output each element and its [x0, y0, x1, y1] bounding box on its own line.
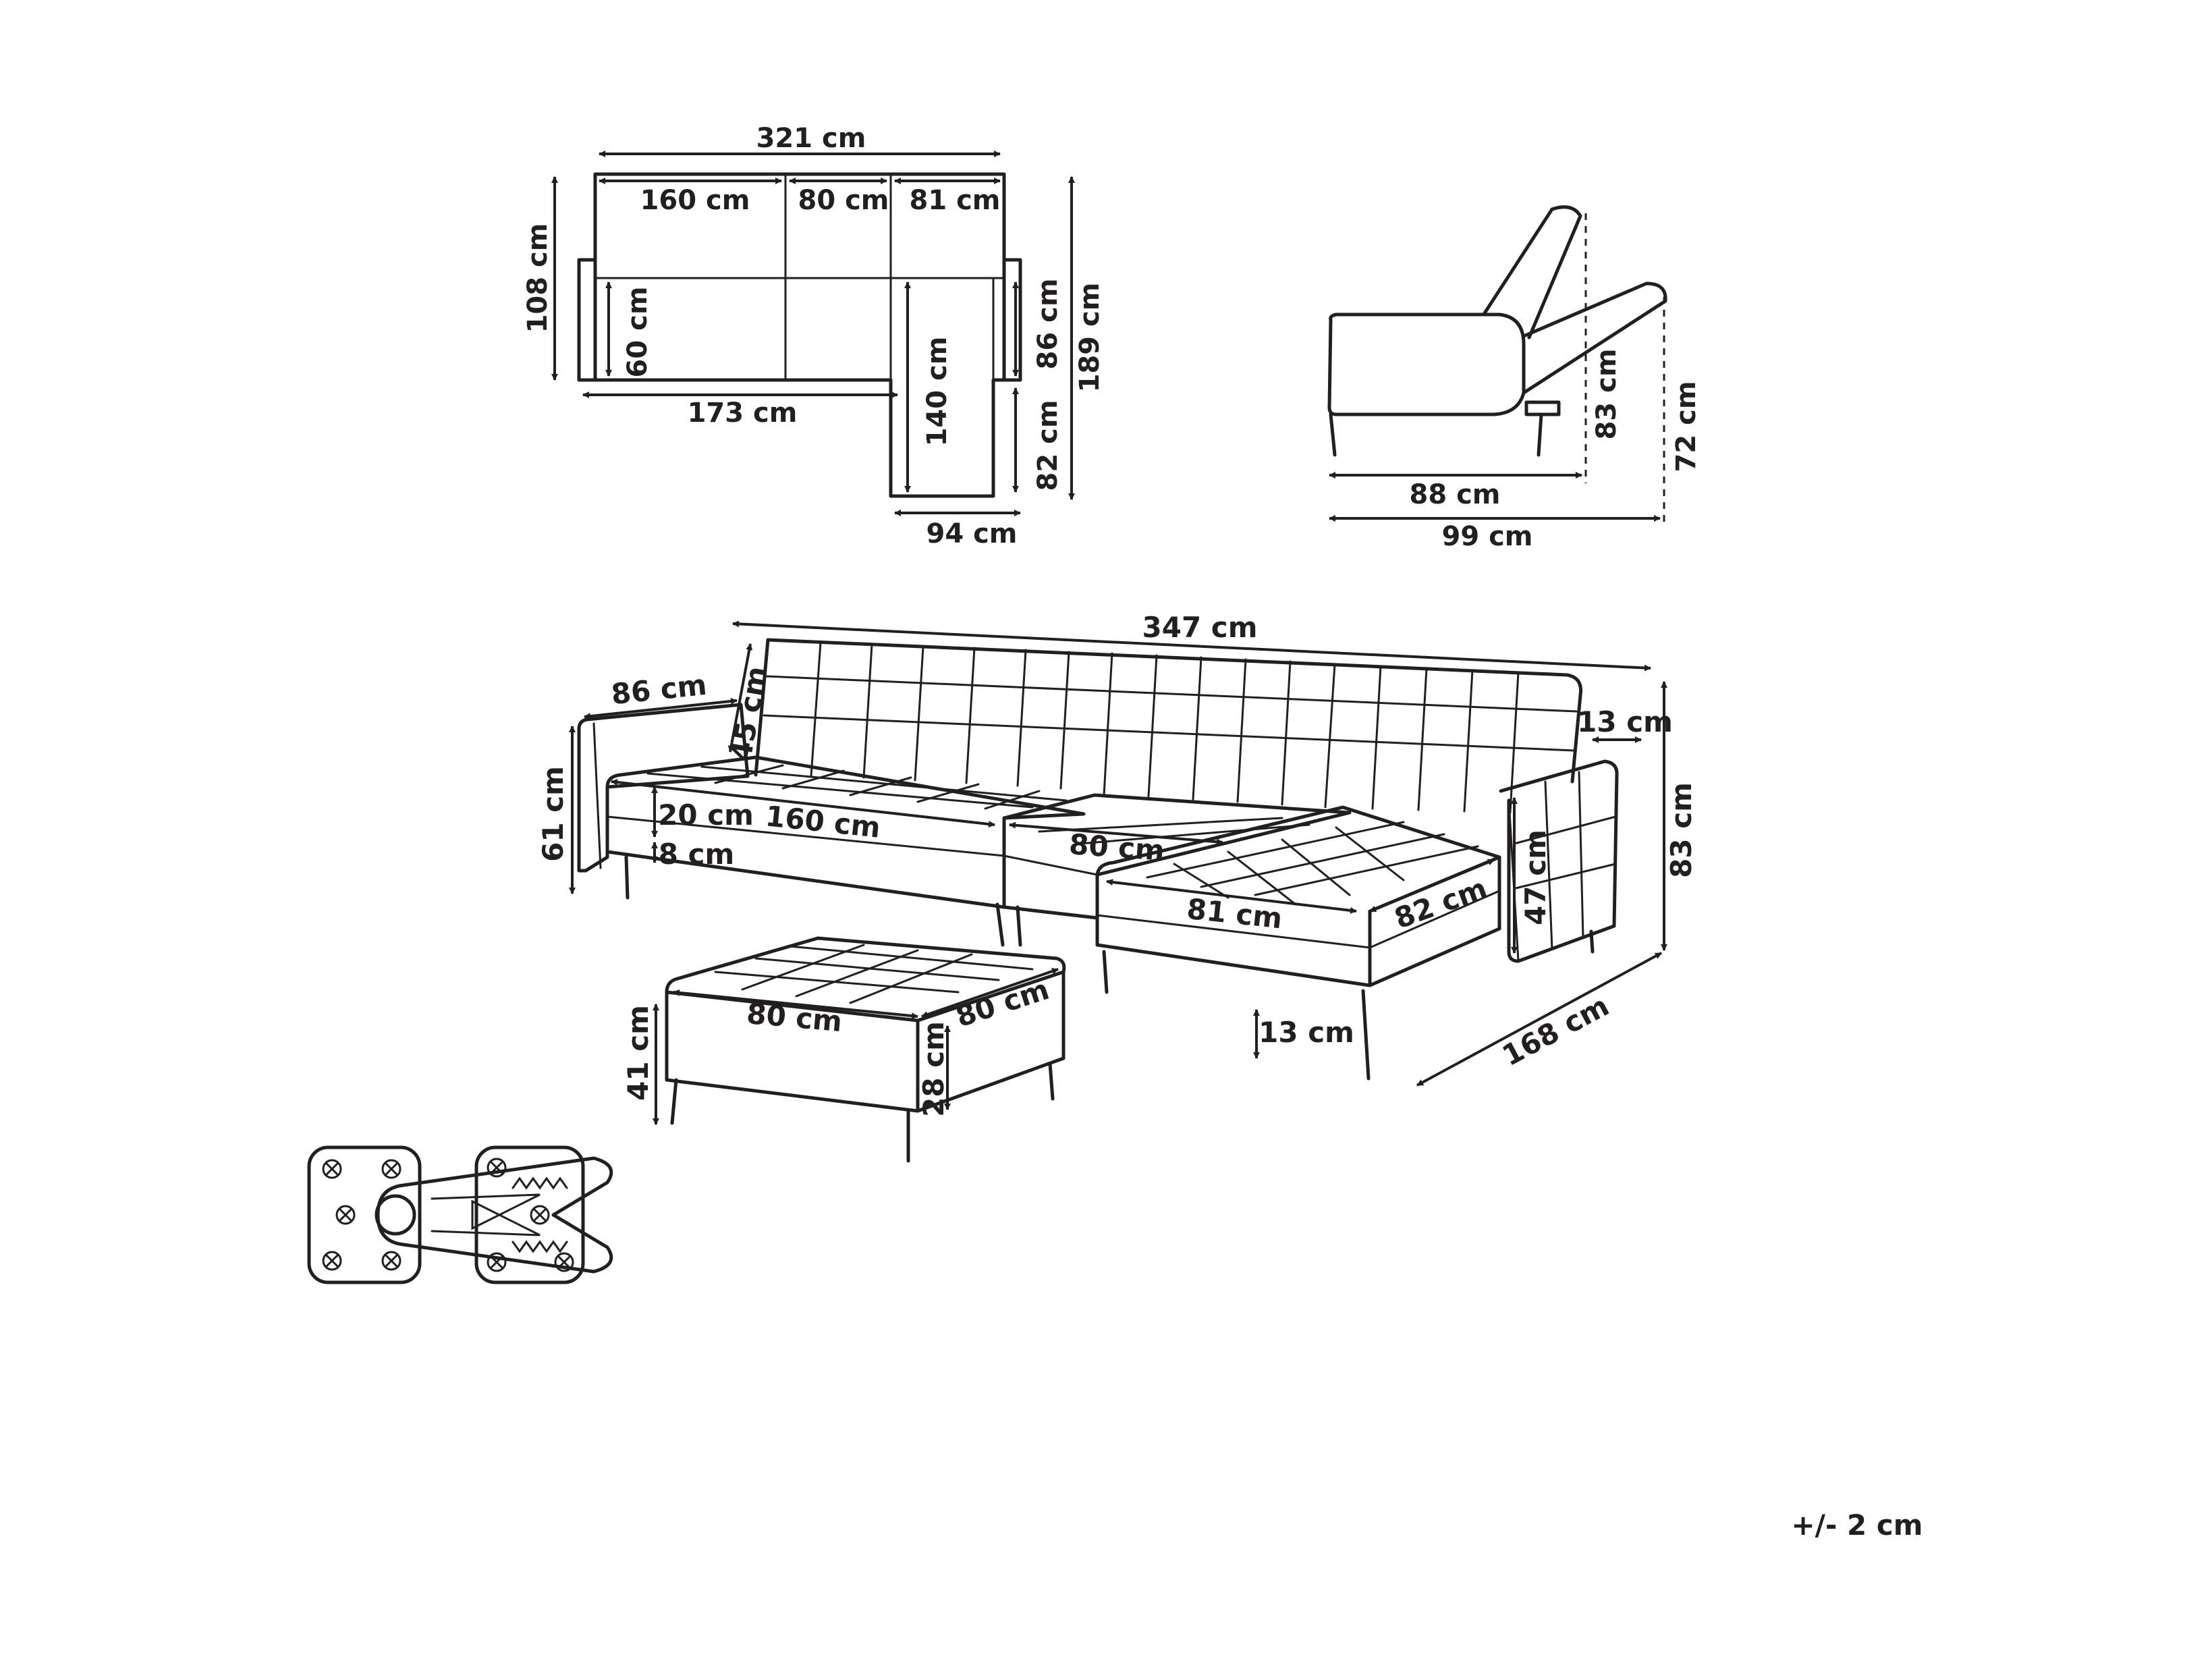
screw-icons [322, 1158, 574, 1272]
top-seat-middle-label: 80 cm [798, 185, 889, 216]
ottoman-dimension-lines [653, 968, 1059, 1125]
ottoman: 80 cm 80 cm 41 cm 28 cm [621, 936, 1066, 1163]
top-seat-right-label: 81 cm [910, 185, 1001, 216]
ottoman-width-label: 80 cm [746, 997, 844, 1038]
ottoman-depth-label: 80 cm [952, 973, 1053, 1033]
top-overall-width-label: 321 cm [756, 123, 866, 154]
sofa-left-arm [577, 703, 750, 873]
tolerance-note: +/- 2 cm [1791, 1508, 1923, 1542]
persp-chaise-width-label: 81 cm [1185, 892, 1283, 935]
persp-right-arm-height-label: 47 cm [1519, 830, 1552, 925]
top-chaise-front-label: 82 cm [1032, 400, 1063, 491]
side-bed-depth-label: 99 cm [1442, 521, 1533, 552]
persp-overall-depth-label: 168 cm [1497, 989, 1614, 1072]
sofa-right-arm [1499, 759, 1619, 963]
persp-arm-width-label: 13 cm [1577, 705, 1673, 738]
top-view-dimension-lines [551, 151, 1075, 516]
side-bed-height-label: 72 cm [1671, 381, 1702, 472]
top-overall-depth-label: 189 cm [1074, 283, 1105, 393]
persp-overall-length-label: 347 cm [1142, 611, 1258, 644]
persp-seat-width-middle-label: 80 cm [1068, 827, 1166, 867]
sofa-legs [624, 855, 1595, 1081]
ottoman-outline [665, 936, 1066, 1163]
perspective-dimension-lines [569, 620, 1667, 1087]
persp-overall-height-label: 83 cm [1665, 782, 1698, 878]
persp-leg-height-label: 8 cm [659, 838, 735, 871]
top-view: 321 cm 160 cm 80 cm 81 cm 108 cm 60 cm 1… [522, 123, 1105, 549]
side-view: 88 cm 99 cm 83 cm 72 cm [1327, 205, 1702, 552]
top-seat-depth-label: 60 cm [622, 287, 653, 378]
perspective-view: 347 cm 86 cm 45 cm 13 cm 61 cm 20 cm 160… [536, 611, 1698, 1087]
persp-cushion-height-label: 20 cm [658, 798, 754, 832]
ottoman-cushion-height-label: 28 cm [917, 1021, 950, 1117]
top-sofa-depth-label: 108 cm [522, 223, 553, 333]
backrest-tufting [763, 641, 1578, 814]
persp-chaise-leg-height-label: 13 cm [1259, 1016, 1354, 1049]
top-sofa-length-label: 173 cm [688, 398, 798, 429]
connector-bracket-icon [307, 1145, 613, 1284]
persp-back-height-label: 45 cm [724, 663, 773, 763]
top-armrest-depth-label: 86 cm [1032, 279, 1063, 370]
top-view-outline [577, 172, 1022, 498]
side-view-dimension-lines [1329, 472, 1661, 522]
side-back-height-label: 83 cm [1591, 349, 1622, 440]
side-seat-depth-label: 88 cm [1410, 479, 1501, 510]
persp-arm-height-label: 61 cm [536, 766, 570, 862]
top-seat-left-label: 160 cm [640, 185, 750, 216]
sofa-backrest [754, 638, 1583, 814]
side-view-outline [1327, 205, 1667, 524]
ottoman-height-label: 41 cm [621, 1005, 655, 1101]
top-chaise-width-label: 94 cm [927, 518, 1018, 549]
persp-seat-width-left-label: 160 cm [764, 799, 882, 844]
top-chaise-length-label: 140 cm [922, 337, 953, 447]
